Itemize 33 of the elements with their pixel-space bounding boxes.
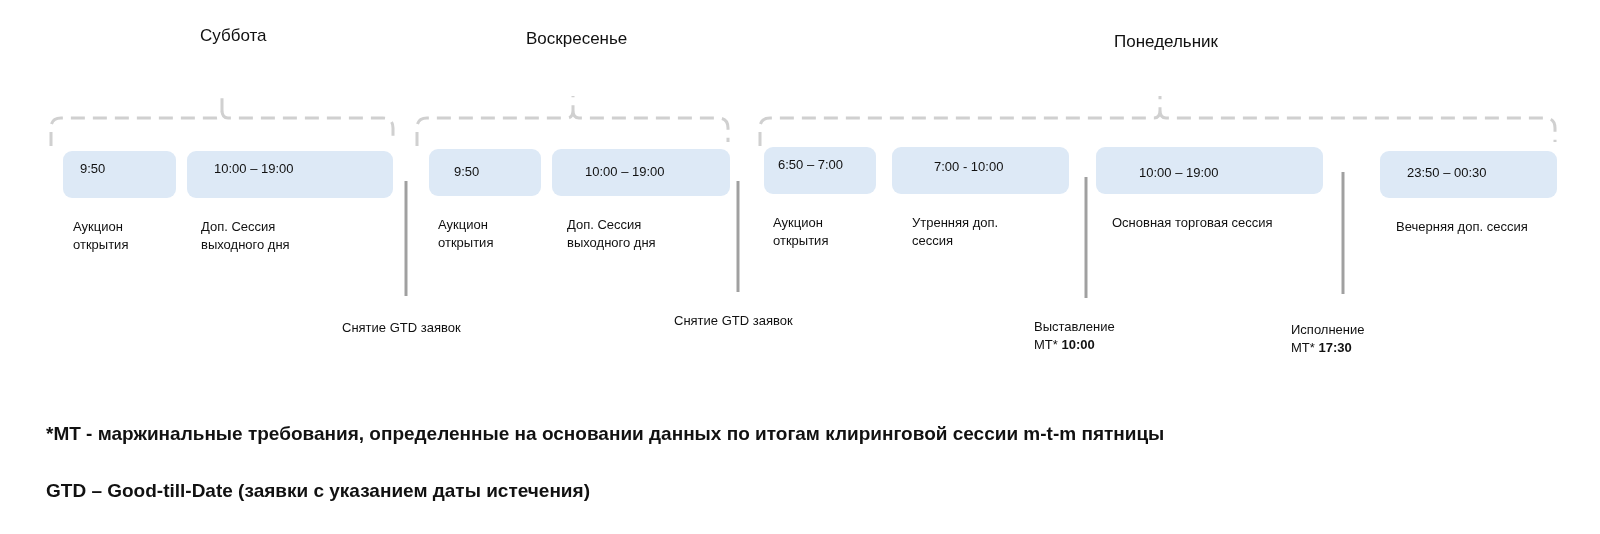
day-heading: Понедельник	[1114, 33, 1220, 51]
time-range: 6:50 – 7:00	[778, 157, 844, 172]
session-box	[892, 147, 1069, 194]
time-range: 10:00 – 19:00	[214, 161, 294, 176]
day-heading: Суббота	[200, 27, 268, 45]
session-name: Аукцион открытия	[773, 214, 830, 250]
session-name: Утренняя доп. сессия	[912, 214, 1000, 250]
footnote: GTD – Good-till-Date (заявки с указанием даты истечения)	[46, 482, 590, 500]
session-name: Аукцион открытия	[438, 216, 495, 252]
time-range: 10:00 – 19:00	[585, 164, 665, 179]
session-name: Доп. Сессия выходного дня	[567, 216, 657, 252]
session-name: Доп. Сессия выходного дня	[201, 218, 291, 254]
time-range: 9:50	[454, 164, 480, 179]
session-name: Основная торговая сессия	[1112, 214, 1274, 232]
session-box	[552, 149, 730, 196]
event-label: Снятие GTD заявок	[674, 312, 794, 330]
time-range: 7:00 - 10:00	[934, 159, 1004, 174]
event-label: Выставление МТ* 10:00	[1034, 318, 1116, 354]
time-range: 10:00 – 19:00	[1139, 165, 1219, 180]
day-heading: Воскресенье	[526, 30, 629, 48]
session-box	[1380, 151, 1557, 198]
session-box	[1096, 147, 1323, 194]
event-label: Снятие GTD заявок	[342, 319, 462, 337]
session-box	[429, 149, 541, 196]
footnote: *МТ - маржинальные требования, определенные на основании данных по итогам клиринговой сессии m-t-m пятницы	[46, 425, 1165, 443]
time-range: 9:50	[80, 161, 106, 176]
session-box	[63, 151, 176, 198]
session-box	[764, 147, 876, 194]
time-range: 23:50 – 00:30	[1407, 165, 1487, 180]
session-box	[187, 151, 393, 198]
event-label: Исполнение МТ* 17:30	[1291, 321, 1366, 357]
session-name: Вечерняя доп. сессия	[1396, 218, 1529, 236]
session-name: Аукцион открытия	[73, 218, 130, 254]
